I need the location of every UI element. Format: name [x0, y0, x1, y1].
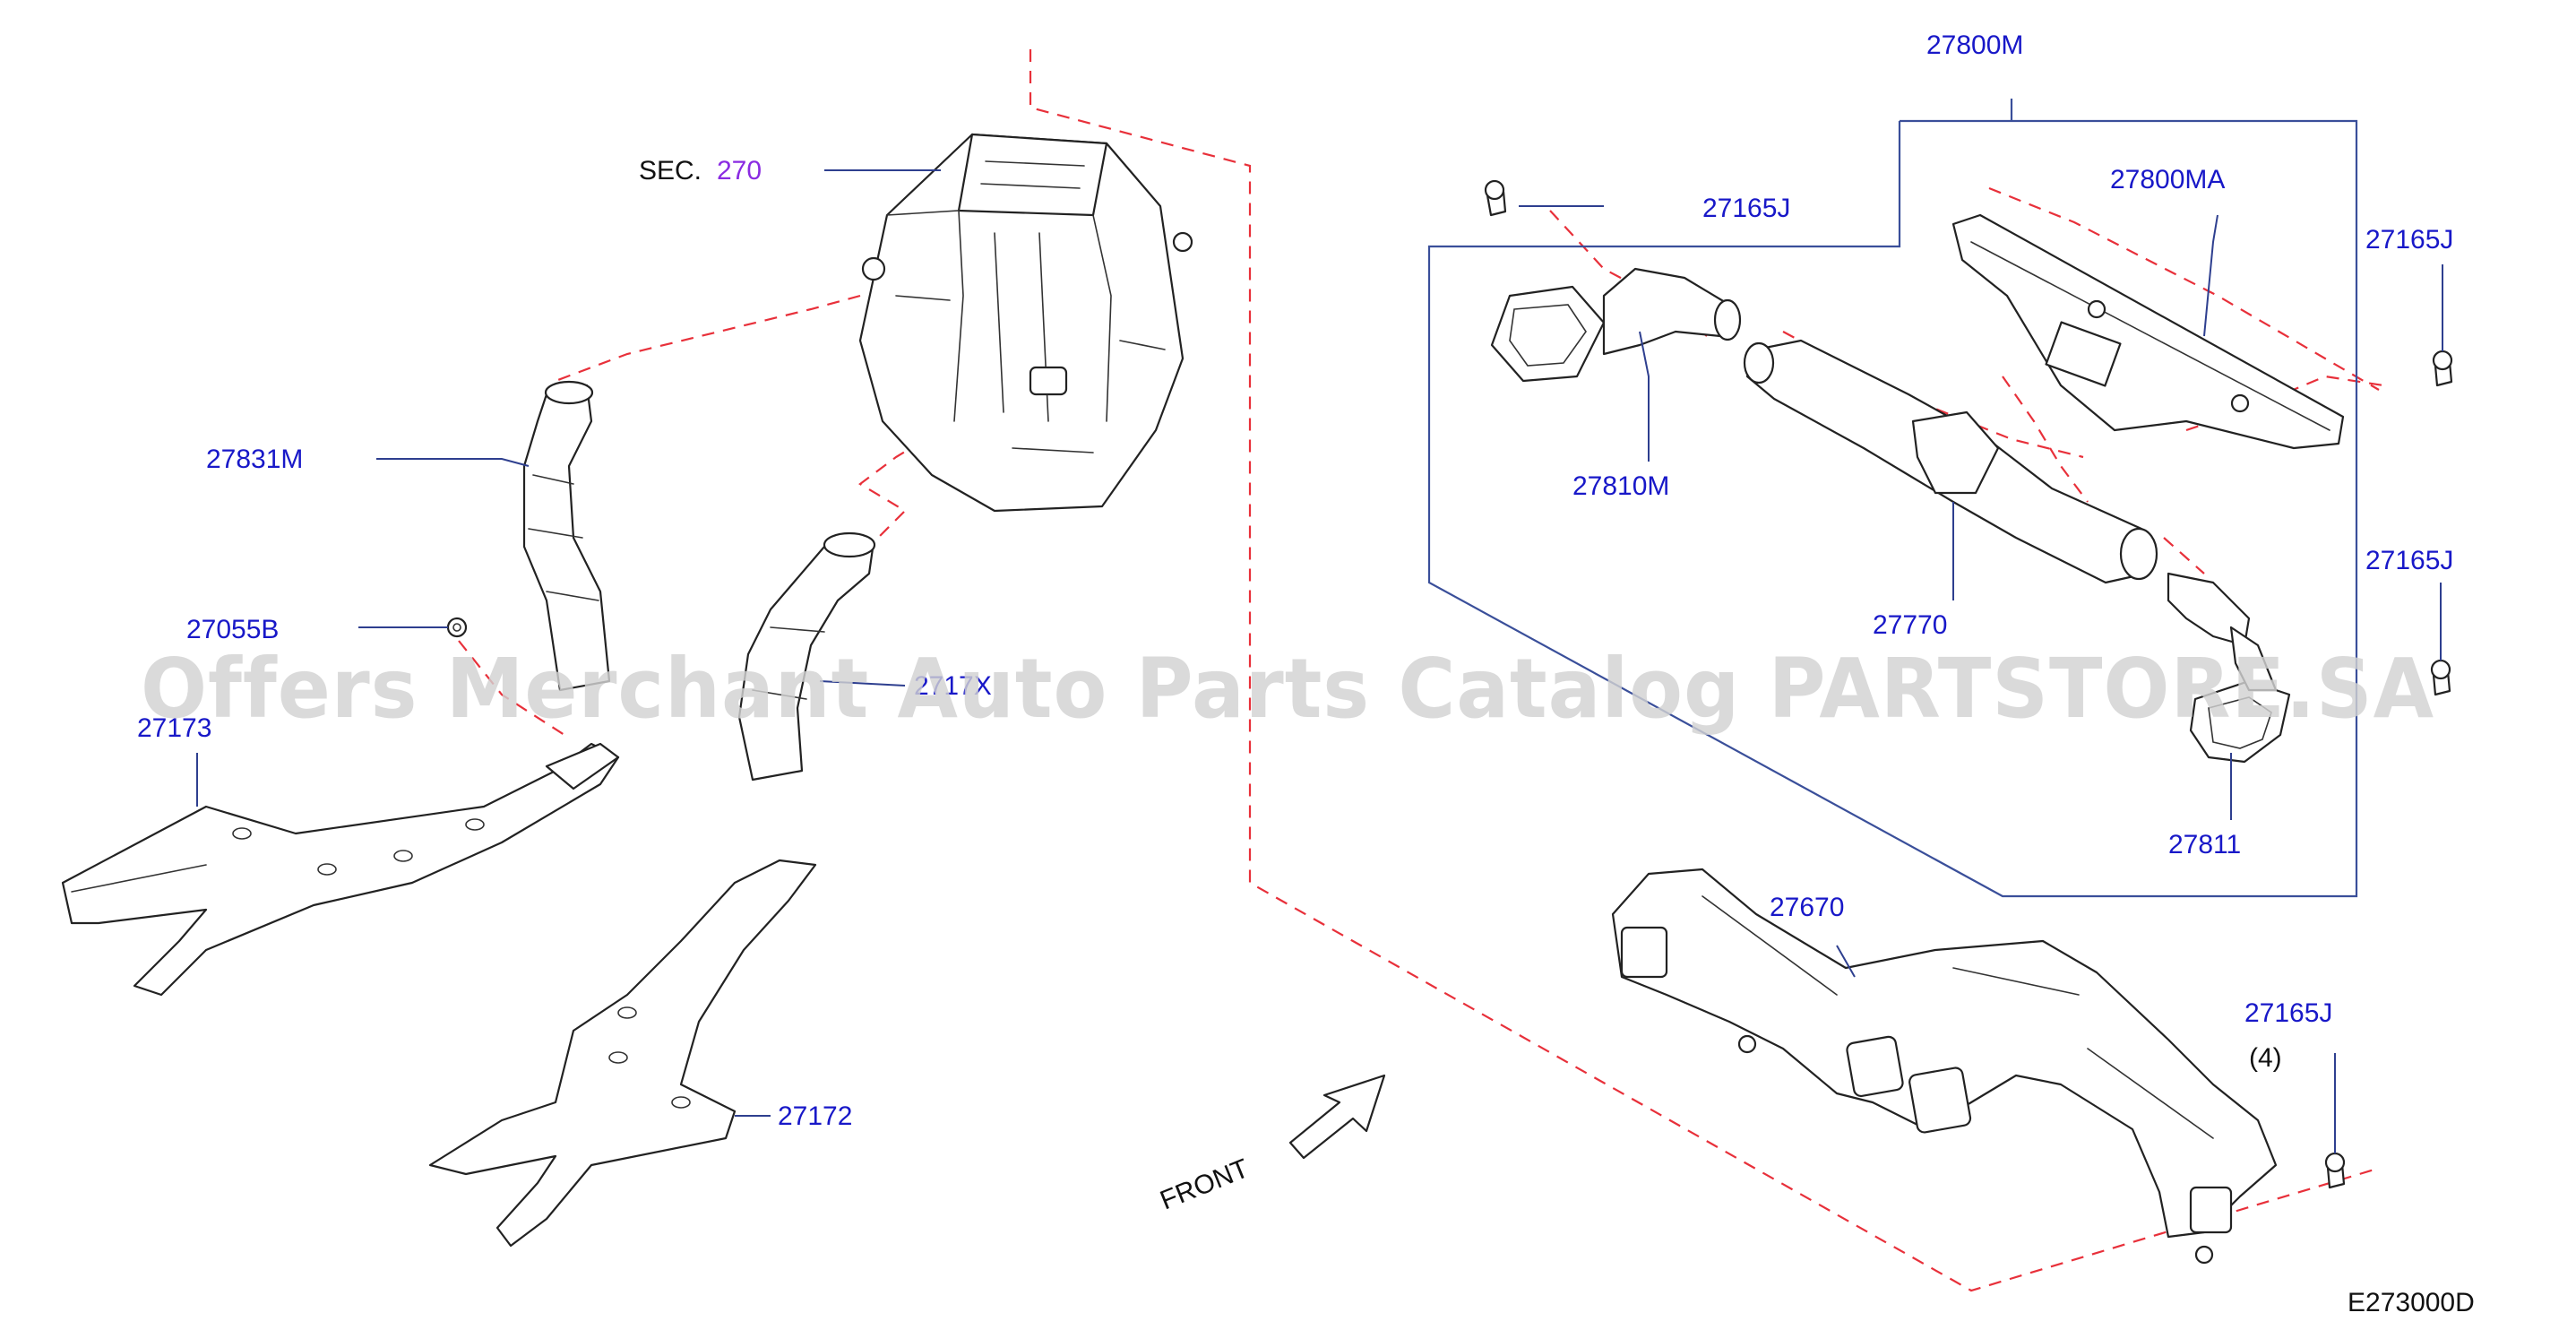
part-number-27165J-a[interactable]: 27165J: [1702, 194, 1790, 223]
assembly-frame-27800M: [1427, 119, 2358, 898]
instrument-duct-27670: [1611, 868, 2278, 1265]
heater-unit-sec270: [858, 133, 1193, 513]
side-vent-27811: [2167, 572, 2291, 764]
part-number-27800M[interactable]: 27800M: [1926, 30, 2023, 60]
watermark: Offers Merchant Auto Parts Catalog PARTS…: [141, 641, 2434, 737]
floor-duct-27173: [61, 742, 620, 997]
part-number-27770[interactable]: 27770: [1873, 610, 1947, 640]
part-number-27800MA[interactable]: 27800MA: [2110, 165, 2225, 194]
part-number-27670[interactable]: 27670: [1770, 893, 1844, 922]
quantity-note: (4): [2249, 1043, 2282, 1073]
screw-27165J-a: [1484, 179, 1507, 217]
part-number-27055B[interactable]: 27055B: [186, 615, 279, 644]
part-number-27165J-b[interactable]: 27165J: [2365, 225, 2453, 255]
duct-2717X: [737, 531, 876, 782]
labels: SEC. 270 27800M 27800MA 27165J 27165J 27…: [137, 30, 2475, 1317]
part-number-27165J-c[interactable]: 27165J: [2365, 546, 2453, 575]
sec-prefix-label: SEC.: [639, 156, 702, 186]
part-number-27811[interactable]: 27811: [2168, 830, 2241, 859]
front-arrow-icon: [1288, 1074, 1386, 1160]
screw-27165J-c: [2430, 659, 2451, 696]
part-number-2717X[interactable]: 2717X: [914, 671, 992, 701]
clip-27055B: [446, 617, 468, 638]
duct-27831M: [522, 380, 611, 692]
diagram-code: E273000D: [2348, 1288, 2475, 1317]
part-number-27831M[interactable]: 27831M: [206, 445, 303, 474]
leader-lines: [196, 169, 2443, 1153]
part-number-27173[interactable]: 27173: [137, 713, 211, 743]
defroster-nozzle-27800MA: [1951, 213, 2345, 450]
screw-27165J-d: [2324, 1152, 2346, 1189]
side-vent-27810M: [1490, 267, 1742, 383]
part-number-27810M[interactable]: 27810M: [1572, 471, 1669, 501]
screw-27165J-b: [2432, 350, 2453, 387]
floor-duct-27172: [428, 859, 817, 1248]
part-number-27172[interactable]: 27172: [778, 1101, 852, 1131]
center-duct-27770: [1743, 339, 2158, 584]
front-label: FRONT: [1156, 1153, 1253, 1215]
sec-number-label: 270: [717, 156, 762, 186]
part-number-27165J-d[interactable]: 27165J: [2244, 998, 2332, 1028]
